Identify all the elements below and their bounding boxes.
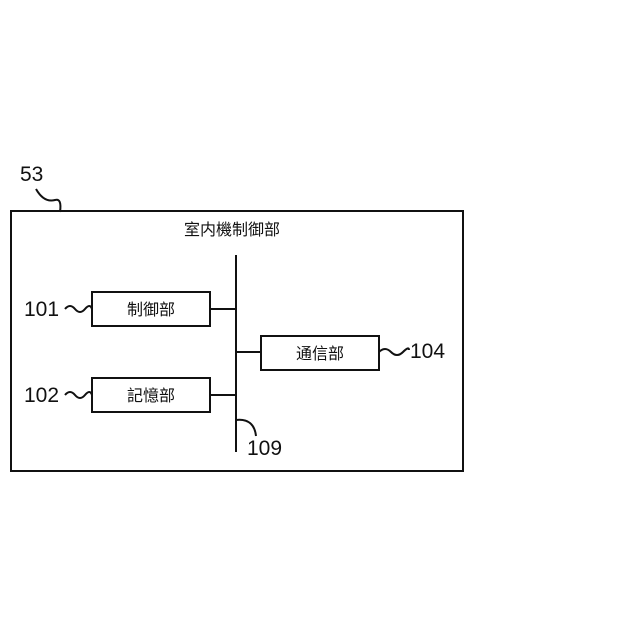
unit-title: 室内機制御部 [184,220,280,239]
communication-unit-label: 通信部 [296,344,344,363]
control-unit-label: 制御部 [127,300,175,319]
unit-ref-numeral: 53 [20,163,43,186]
storage-unit-leader [65,392,92,398]
communication-unit-leader [379,348,409,355]
storage-unit-label: 記憶部 [127,386,175,405]
communication-unit-ref-numeral: 104 [410,340,445,363]
unit-leader-line [36,189,60,212]
storage-unit-ref-numeral: 102 [24,384,59,407]
control-unit-ref-numeral: 101 [24,298,59,321]
bus-ref-numeral: 109 [247,437,282,460]
bus-leader-line [236,420,256,436]
control-unit-leader [65,306,92,312]
